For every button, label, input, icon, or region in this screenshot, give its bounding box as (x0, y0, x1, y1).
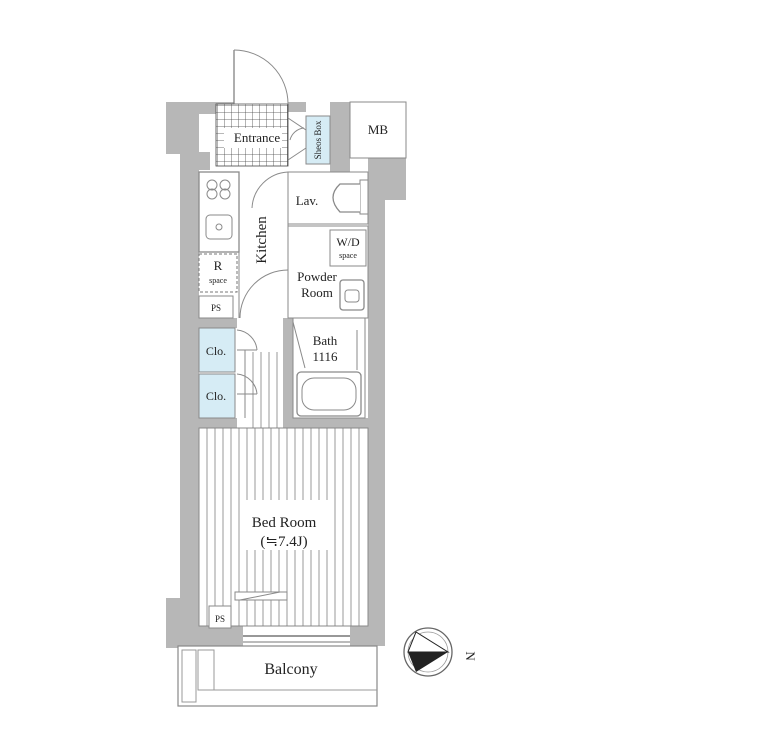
powder-room (287, 225, 369, 319)
balcony-area (177, 645, 378, 707)
ps-upper (198, 295, 234, 319)
bath-size-label: 1116 (312, 349, 338, 364)
closet-lower (198, 373, 236, 419)
meter-box-area (349, 101, 407, 159)
refrigerator-space (198, 253, 238, 293)
compass-north-label: N (463, 651, 478, 661)
closet-lower-label: Clo. (206, 389, 226, 403)
refrigerator-label: R (214, 258, 223, 273)
compass-icon (403, 627, 453, 677)
powder-room-label-line2: Room (301, 285, 333, 300)
bedroom-size-label: (≒7.4J) (260, 534, 307, 550)
bedroom-label: Bed Room (252, 515, 317, 531)
wd-space-label: space (339, 251, 357, 260)
ps-lower (208, 605, 232, 629)
shoes-box (305, 115, 331, 165)
kitchen-label: Kitchen (254, 216, 270, 264)
wd-label: W/D (336, 235, 360, 249)
bathroom (292, 317, 366, 419)
ps-lower-label: PS (215, 614, 225, 624)
ps-upper-label: PS (211, 303, 221, 313)
bath-label: Bath (313, 333, 338, 348)
entrance-area (215, 49, 289, 167)
lav-label: Lav. (296, 193, 319, 208)
balcony-window (243, 635, 350, 643)
closet-upper (198, 327, 236, 373)
toilet-room (287, 171, 369, 225)
powder-room-label-line1: Powder (297, 269, 337, 284)
closet-upper-label: Clo. (206, 344, 226, 358)
balcony-label: Balcony (264, 661, 317, 678)
walls (166, 102, 406, 648)
shoes-box-door (287, 117, 307, 161)
mb-label: MB (368, 122, 389, 137)
shoes-box-label: Sheos Box (313, 120, 323, 159)
entrance-label: Entrance (234, 130, 280, 145)
refrigerator-space-label: space (209, 276, 227, 285)
kitchen-counter (198, 171, 240, 253)
closet-doors (236, 329, 258, 418)
kitchen-door (239, 171, 289, 319)
